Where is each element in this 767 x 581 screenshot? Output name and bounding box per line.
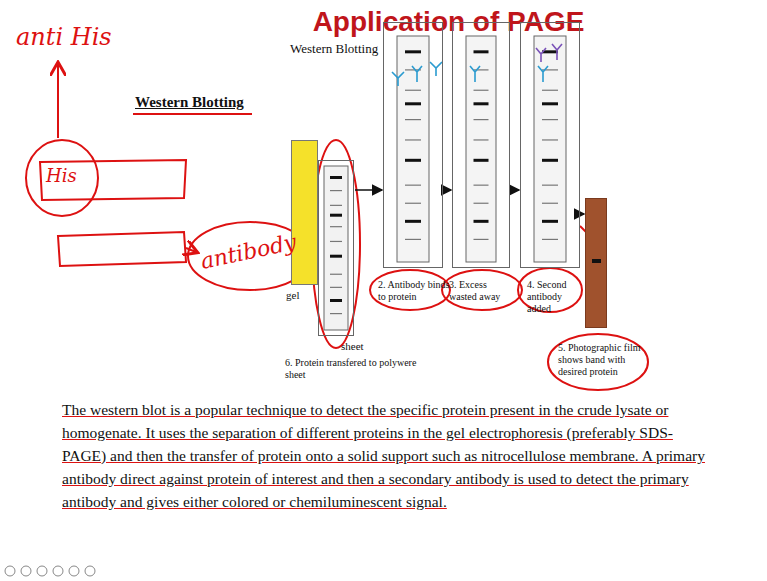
gel-strip: gel [291, 140, 318, 285]
node-caption: sheet [341, 340, 381, 352]
description-paragraph: The western blot is a popular technique … [62, 398, 710, 513]
flow-arrow [511, 189, 519, 191]
node-caption: 6. Protein transfered to polywere sheet [285, 357, 435, 381]
film-band [592, 259, 601, 263]
section-label: Western Blotting [290, 42, 378, 56]
node-caption: 5. Photographic film shows band with des… [558, 342, 642, 378]
node-caption: 4. Second antibody added [527, 279, 579, 315]
flow-arrow [581, 213, 584, 215]
node-caption: 3. Excess wasted away [449, 279, 517, 303]
handwritten-note: antibody [199, 230, 299, 274]
flow-arrow [355, 189, 382, 191]
flow-arrow [444, 189, 451, 191]
handwritten-note: anti His [16, 24, 112, 50]
blot-panel: 3. Excess wasted away [452, 22, 510, 268]
photographic-film: 5. Photographic film shows band with des… [585, 198, 607, 328]
node-caption: gel [286, 289, 316, 301]
node-caption: 2. Antibody binds to protein [378, 279, 450, 303]
section-label: Western Blotting [135, 94, 244, 111]
blot-panel: 2. Antibody binds to protein [383, 22, 443, 268]
handwritten-note: His [46, 166, 77, 186]
blot-panel: 4. Second antibody added [520, 22, 580, 268]
transfer-sheet: sheet6. Protein transfered to polywere s… [318, 160, 354, 336]
